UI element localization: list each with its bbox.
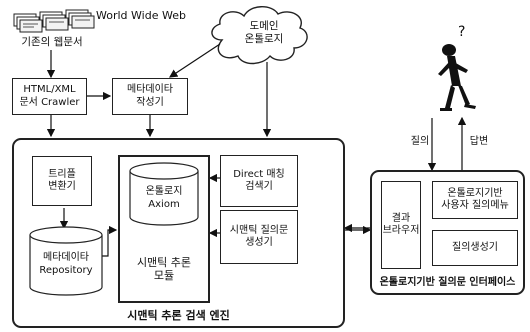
- semantic-query-generator: 시맨틱 질의문 생성기: [220, 210, 298, 264]
- metadata-writer: 메타데이타 작성기: [112, 78, 188, 115]
- user-figure-icon: ?: [438, 24, 476, 111]
- ontology-user-query-menu: 온톨로지기반 사용자 질의메뉴: [432, 181, 518, 219]
- query-label: 질의: [410, 136, 430, 147]
- reasoning-module-label: 시맨틱 추론 모듈: [136, 255, 192, 283]
- domain-ontology-cloud: [211, 6, 308, 65]
- answer-label: 답변: [469, 136, 489, 147]
- svg-text:?: ?: [458, 24, 465, 40]
- domain-ontology-label: 도메인 온톨로지: [244, 20, 284, 46]
- web-documents-icon: [13, 9, 95, 33]
- query-generator: 질의생성기: [432, 230, 518, 266]
- web-documents-label: 기존의 웹문서: [21, 36, 83, 48]
- metadata-repository-cylinder: [29, 226, 103, 296]
- triple-converter: 트리플 변환기: [32, 156, 92, 206]
- result-browser: 결과 브라우저: [381, 181, 421, 269]
- engine-title: 시맨틱 추론 검색 엔진: [127, 309, 230, 323]
- interface-title: 온톨로지기반 질의문 인터페이스: [379, 276, 516, 288]
- ontology-axiom-cylinder: [129, 162, 199, 226]
- semantic-reasoning-search-engine: 시맨틱 추론 검색 엔진: [12, 138, 345, 328]
- ontology-axiom-label: 온톨로지 Axiom: [145, 186, 183, 210]
- world-wide-web-label: World Wide Web: [96, 9, 186, 22]
- html-xml-crawler: HTML/XML 문서 Crawler: [12, 78, 87, 115]
- metadata-repository-label: 메타데이타 Repository: [39, 252, 93, 276]
- direct-matching-searcher: Direct 매칭 검색기: [220, 155, 298, 207]
